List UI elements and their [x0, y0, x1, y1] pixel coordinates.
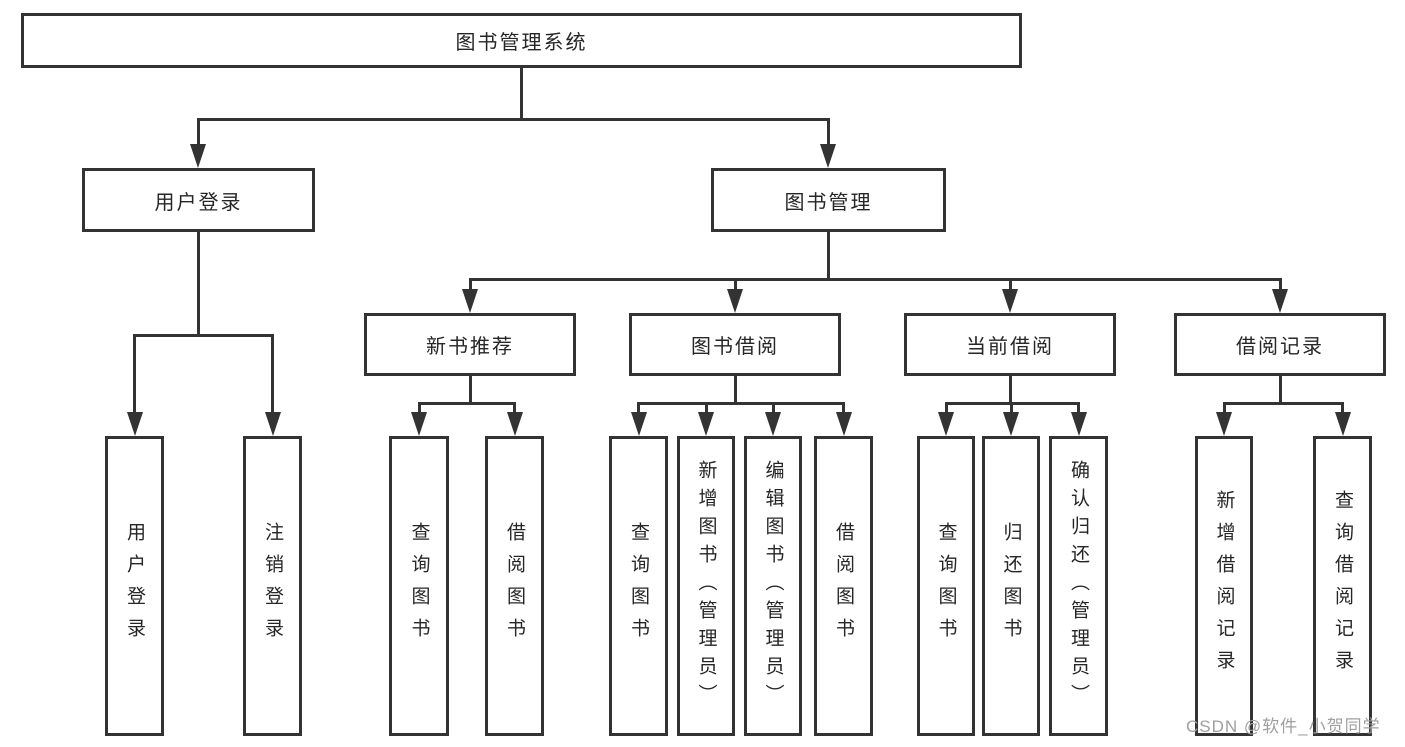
- leaf-label: 新增图书（管理员）: [695, 460, 717, 712]
- leaf-query-borrow-record: 查询借阅记录: [1313, 436, 1372, 736]
- arrowhead-icon: [820, 144, 836, 168]
- connector-root-crossbar: [197, 118, 830, 121]
- arrowhead-icon: [1335, 412, 1351, 436]
- connector-book-management-crossbar: [469, 278, 1281, 281]
- connector-user-login-stem: [197, 232, 200, 337]
- node-book-management: 图书管理: [711, 168, 946, 232]
- arrowhead-icon: [698, 412, 714, 436]
- connector-drop: [1010, 402, 1013, 414]
- connector-drop: [705, 402, 708, 414]
- leaf-label: 查询图书: [408, 522, 430, 650]
- arrowhead-icon: [1003, 412, 1019, 436]
- leaf-query-books-borrow: 查询图书: [609, 436, 668, 736]
- arrowhead-icon: [1002, 289, 1018, 313]
- leaf-borrow-books-borrow: 借阅图书: [814, 436, 873, 736]
- connector-book-borrow-stem: [734, 376, 737, 405]
- connector-drop: [1223, 402, 1226, 414]
- csdn-watermark: CSDN @软件_小贺同学: [1186, 717, 1381, 736]
- leaf-label: 查询借阅记录: [1332, 490, 1353, 682]
- leaf-query-books-current: 查询图书: [917, 436, 975, 736]
- leaf-label: 查询图书: [628, 522, 649, 650]
- connector-drop-borrow-records: [1279, 278, 1282, 292]
- connector-drop: [945, 402, 948, 414]
- leaf-query-books-recommend: 查询图书: [389, 436, 449, 736]
- connector-drop-book-management: [827, 118, 830, 146]
- arrowhead-icon: [1272, 289, 1288, 313]
- connector-drop: [1077, 402, 1080, 414]
- connector-drop: [772, 402, 775, 414]
- leaf-label: 注销登录: [262, 522, 283, 650]
- leaf-label: 确认归还（管理员）: [1068, 460, 1089, 712]
- arrowhead-icon: [631, 412, 647, 436]
- connector-drop: [842, 402, 845, 414]
- node-new-book-recommend: 新书推荐: [364, 313, 576, 376]
- arrowhead-icon: [1216, 412, 1232, 436]
- connector-current-borrow-stem: [1009, 376, 1012, 405]
- connector-drop-current-borrow: [1009, 278, 1012, 292]
- arrowhead-icon: [127, 412, 143, 436]
- leaf-label: 借阅图书: [504, 522, 525, 650]
- leaf-label: 借阅图书: [833, 522, 854, 650]
- node-current-borrow: 当前借阅: [904, 313, 1116, 376]
- connector-drop-leaf-user-login: [133, 334, 136, 412]
- connector-borrow-records-crossbar: [1223, 402, 1344, 405]
- leaf-borrow-books-recommend: 借阅图书: [485, 436, 544, 736]
- leaf-label: 编辑图书（管理员）: [762, 460, 784, 712]
- node-book-borrow: 图书借阅: [629, 313, 841, 376]
- connector-user-login-crossbar: [133, 334, 274, 337]
- connector-book-management-stem: [827, 232, 830, 281]
- leaf-logout: 注销登录: [243, 436, 302, 736]
- connector-new-book-stem: [469, 376, 472, 405]
- connector-drop-user-login: [197, 118, 200, 146]
- connector-drop-book-borrow: [734, 278, 737, 292]
- connector-drop: [513, 402, 516, 414]
- arrowhead-icon: [836, 412, 852, 436]
- connector-drop: [1341, 402, 1344, 414]
- node-root: 图书管理系统: [21, 13, 1022, 68]
- leaf-label: 用户登录: [124, 522, 145, 650]
- leaf-return-book: 归还图书: [982, 436, 1040, 736]
- arrowhead-icon: [727, 289, 743, 313]
- arrowhead-icon: [411, 412, 427, 436]
- leaf-label: 新增借阅记录: [1213, 490, 1235, 682]
- connector-drop-leaf-logout: [271, 334, 274, 412]
- arrowhead-icon: [1071, 412, 1087, 436]
- leaf-add-borrow-record: 新增借阅记录: [1195, 436, 1253, 736]
- arrowhead-icon: [265, 412, 281, 436]
- leaf-edit-book-admin: 编辑图书（管理员）: [744, 436, 802, 736]
- arrowhead-icon: [462, 289, 478, 313]
- arrowhead-icon: [507, 412, 523, 436]
- connector-drop-new-book: [469, 278, 472, 292]
- connector-root-stem: [520, 68, 523, 121]
- arrowhead-icon: [938, 412, 954, 436]
- leaf-confirm-return-admin: 确认归还（管理员）: [1049, 436, 1108, 736]
- connector-drop: [637, 402, 640, 414]
- leaf-label: 归还图书: [1000, 522, 1022, 650]
- leaf-add-book-admin: 新增图书（管理员）: [677, 436, 735, 736]
- connector-new-book-crossbar: [418, 402, 516, 405]
- connector-drop: [418, 402, 421, 414]
- node-user-login: 用户登录: [82, 168, 315, 232]
- arrowhead-icon: [190, 144, 206, 168]
- node-borrow-records: 借阅记录: [1174, 313, 1386, 376]
- arrowhead-icon: [765, 412, 781, 436]
- connector-book-borrow-crossbar: [637, 402, 845, 405]
- leaf-user-login: 用户登录: [105, 436, 164, 736]
- leaf-label: 查询图书: [935, 522, 957, 650]
- connector-borrow-records-stem: [1279, 376, 1282, 405]
